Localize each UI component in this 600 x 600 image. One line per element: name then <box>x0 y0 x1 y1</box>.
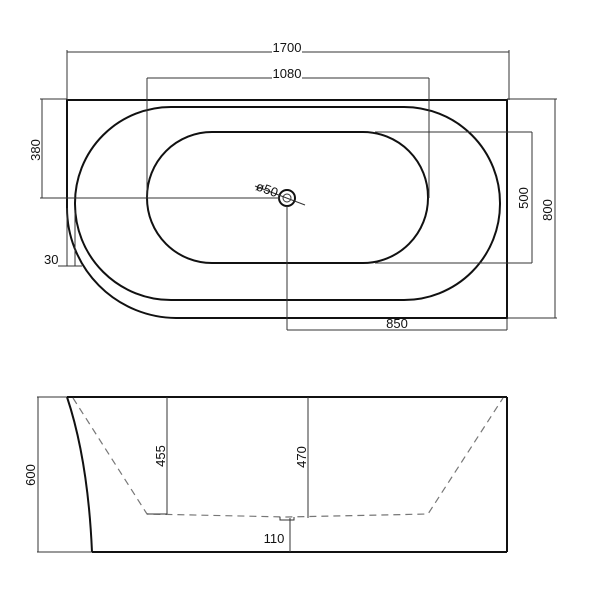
top-view: ø50 1700 1080 800 500 <box>28 40 557 331</box>
dim-380: 380 <box>28 98 280 199</box>
depth-left-label: 455 <box>153 445 168 467</box>
dim-110: 110 <box>264 518 291 552</box>
dim-800: 800 <box>507 98 557 319</box>
dim-850: 850 <box>286 206 508 331</box>
dim-455: 455 <box>147 397 168 515</box>
rim-offset-label: 30 <box>44 252 58 267</box>
drain-offset-x-label: 850 <box>386 316 408 331</box>
overall-width-label: 800 <box>540 199 555 221</box>
dim-1700: 1700 <box>66 40 510 100</box>
drain-fitting <box>279 517 295 521</box>
dim-1080: 1080 <box>146 66 430 198</box>
drain-offset-y-label: 380 <box>28 139 43 161</box>
depth-center-label: 470 <box>294 446 309 468</box>
dim-500: 500 <box>375 131 533 264</box>
drain-leader <box>254 185 306 206</box>
inner-width-label: 500 <box>516 187 531 209</box>
inner-basin-profile <box>72 397 504 518</box>
left-curved-wall <box>66 396 93 553</box>
dim-30: 30 <box>44 208 82 267</box>
height-label: 600 <box>23 464 38 486</box>
dim-600: 600 <box>23 396 92 553</box>
tub-outline <box>66 99 508 319</box>
overall-length-label: 1700 <box>273 40 302 55</box>
side-view: 600 455 470 110 <box>23 396 508 553</box>
drain-diameter-label: ø50 <box>254 178 280 200</box>
inner-length-label: 1080 <box>273 66 302 81</box>
drain-inner <box>282 193 292 203</box>
dim-470: 470 <box>294 397 309 518</box>
drain-height-label: 110 <box>264 531 285 546</box>
